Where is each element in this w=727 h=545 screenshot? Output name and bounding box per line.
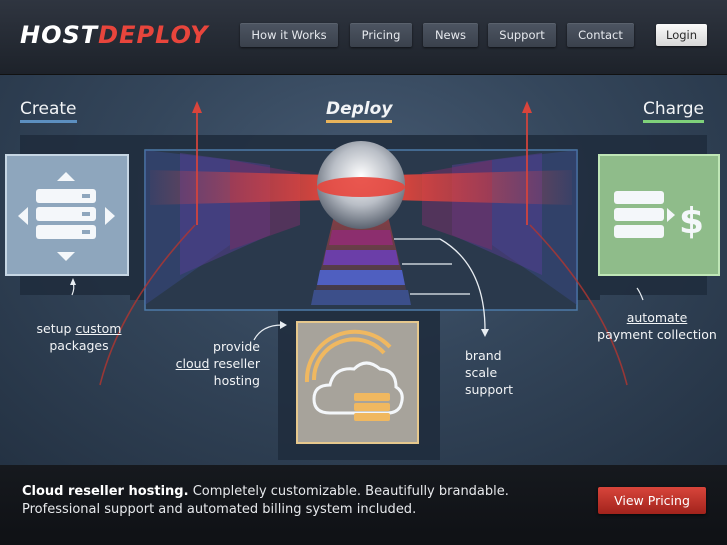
setup-caption: setup custom packages [34, 320, 124, 354]
nav-contact[interactable]: Contact [567, 23, 634, 47]
cloud-link[interactable]: cloud [175, 356, 210, 371]
automate-line2: payment collection [597, 327, 717, 342]
setup-pre: setup [36, 321, 76, 336]
nav-support[interactable]: Support [488, 23, 556, 47]
svg-text:$: $ [679, 201, 704, 242]
view-pricing-button[interactable]: View Pricing [598, 487, 706, 514]
brand-line3: support [465, 382, 513, 397]
step-4 [311, 290, 411, 305]
provide-line2: reseller [209, 356, 260, 371]
brand-line1: brand [465, 348, 502, 363]
create-panel [5, 154, 129, 276]
nav-news[interactable]: News [423, 23, 478, 47]
nav-how-it-works[interactable]: How it Works [240, 23, 338, 47]
automate-link[interactable]: automate [626, 310, 688, 325]
hero-illustration: $ Create Deploy Charge setup custom pack… [0, 75, 727, 465]
create-label: Create [20, 99, 77, 123]
tagline: Cloud reseller hosting. Completely custo… [22, 483, 542, 519]
setup-post: packages [49, 338, 109, 353]
tagline-rest: Completely customizable. Beautifully bra… [22, 484, 509, 517]
charge-panel: $ [598, 154, 720, 276]
deploy-label: Deploy [326, 99, 393, 123]
server-stack-arrows-icon [18, 172, 115, 261]
step-2 [323, 250, 399, 265]
server-stack-dollar-icon: $ [614, 191, 704, 242]
brand-line2: scale [465, 365, 498, 380]
up-arrow-left [192, 101, 202, 225]
provide-line1: provide [213, 339, 260, 354]
step-3 [317, 270, 405, 285]
provide-line3: hosting [213, 373, 260, 388]
deploy-panel [296, 321, 419, 444]
automate-caption: automate payment collection [592, 309, 722, 343]
nav-pricing[interactable]: Pricing [350, 23, 412, 47]
site-header: HOSTDEPLOY How it Works Pricing News Sup… [0, 0, 727, 75]
footer-bar: Cloud reseller hosting. Completely custo… [0, 465, 727, 545]
up-arrow-right [522, 101, 532, 225]
charge-label: Charge [643, 99, 705, 123]
brand-caption: brand scale support [465, 347, 535, 398]
logo-host: HOST [20, 21, 99, 49]
step-1 [329, 230, 393, 245]
custom-link[interactable]: custom [75, 321, 122, 336]
deploy-diagram: $ [5, 101, 720, 460]
hostdeploy-logo[interactable]: HOSTDEPLOY [20, 21, 209, 49]
logo-deploy: DEPLOY [98, 21, 209, 49]
tagline-bold: Cloud reseller hosting. [22, 484, 189, 499]
login-button[interactable]: Login [656, 24, 707, 46]
provide-caption: provide cloud reseller hosting [170, 338, 260, 389]
cloud-server-icon [304, 329, 404, 421]
